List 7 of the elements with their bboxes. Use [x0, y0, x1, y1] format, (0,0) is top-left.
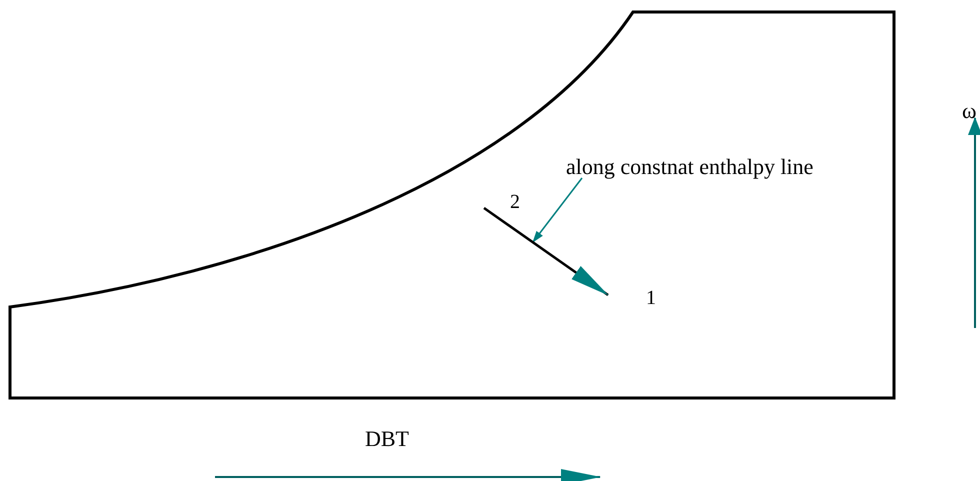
leader-line [532, 178, 583, 243]
axis-label: DBT [365, 428, 409, 450]
point-label: 2 [510, 192, 520, 212]
process-line-arrow [483, 206, 609, 296]
annotation-text: along constnat enthalpy line [566, 156, 814, 178]
point-label: 1 [646, 288, 656, 308]
axis-label: ω [962, 100, 976, 122]
